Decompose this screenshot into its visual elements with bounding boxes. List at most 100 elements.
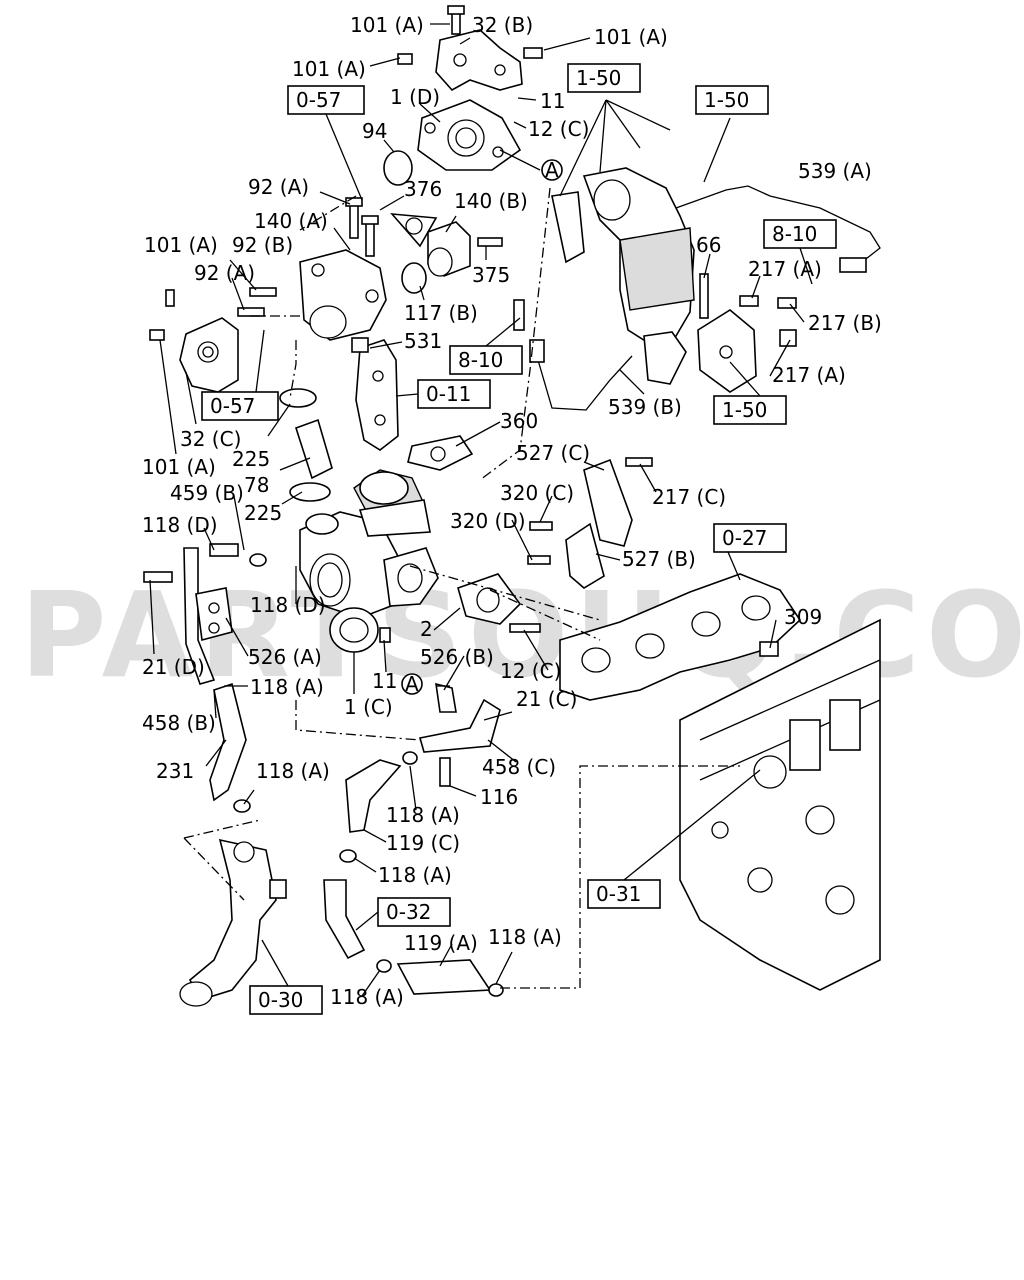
converter-bracket xyxy=(697,273,797,393)
hose-78 xyxy=(295,418,333,480)
callout-11-top: 11 xyxy=(540,89,565,113)
gasket-2 xyxy=(457,573,522,625)
callout-217c: 217 (C) xyxy=(652,485,726,509)
callout-119c: 119 (C) xyxy=(386,831,460,855)
callout-360: 360 xyxy=(500,409,538,433)
callout-118a-bottom: 118 (A) xyxy=(330,985,404,1009)
callout-2: 2 xyxy=(420,617,433,641)
turbocharger-assembly xyxy=(299,469,439,653)
callout-92a-top: 92 (A) xyxy=(248,175,309,199)
leader-8-10-right xyxy=(799,247,813,285)
callout-a-top: A xyxy=(545,158,559,182)
callout-32c: 32 (C) xyxy=(180,427,241,451)
bracket-0-11 xyxy=(351,337,399,451)
engine-block xyxy=(679,618,881,991)
callout-225-lower: 225 xyxy=(244,501,282,525)
callout-217b: 217 (B) xyxy=(808,311,882,335)
callout-539a: 539 (A) xyxy=(798,159,872,183)
sensor-connector-539b xyxy=(529,339,545,363)
callout-458b: 458 (B) xyxy=(142,711,216,735)
callout-92b: 92 (B) xyxy=(232,233,293,257)
callout-101a-top: 101 (A) xyxy=(350,13,424,37)
sensor-wire-539b xyxy=(537,355,633,411)
ref-box-0-30: 0-30 xyxy=(258,988,303,1012)
callout-375: 375 xyxy=(472,263,510,287)
heat-shield-32c xyxy=(179,317,239,393)
reference-boxes: 0-57 1-50 1-50 8-10 8-10 0-11 0-57 1-50 … xyxy=(201,63,837,1015)
callout-116: 116 xyxy=(480,785,518,809)
hose-clamps-118 xyxy=(233,751,504,997)
callout-118d-right: 118 (D) xyxy=(250,593,326,617)
leader-0-11 xyxy=(395,393,419,397)
gasket-360 xyxy=(407,435,474,471)
sensor-plug-8-10 xyxy=(513,299,525,331)
callout-458c: 458 (C) xyxy=(482,755,556,779)
callout-140b: 140 (B) xyxy=(454,189,528,213)
callout-309: 309 xyxy=(784,605,822,629)
water-outlet-0-30 xyxy=(179,838,287,1007)
ref-box-0-32: 0-32 xyxy=(386,900,431,924)
callout-12c-top: 12 (C) xyxy=(528,117,589,141)
callout-118a-center: 118 (A) xyxy=(386,803,460,827)
leader-0-27 xyxy=(727,551,741,581)
gasket-376 xyxy=(390,213,438,248)
callout-539b: 539 (B) xyxy=(608,395,682,419)
ref-box-1-50-top: 1-50 xyxy=(576,66,621,90)
callout-118a-lower: 118 (A) xyxy=(378,863,452,887)
bolts-92 xyxy=(237,197,379,317)
callout-527c: 527 (C) xyxy=(516,441,590,465)
turbine-outlet-1d xyxy=(417,99,522,171)
callout-11-mid: 11 xyxy=(372,669,397,693)
ref-box-0-57-top: 0-57 xyxy=(296,88,341,112)
callout-217a-bottom: 217 (A) xyxy=(772,363,846,387)
sensor-wire-539a xyxy=(675,185,881,263)
water-pipes xyxy=(323,682,501,995)
callout-94: 94 xyxy=(362,119,387,143)
callout-101a-right: 101 (A) xyxy=(594,25,668,49)
callout-32b: 32 (B) xyxy=(472,13,533,37)
callout-21d: 21 (D) xyxy=(142,655,205,679)
exhaust-manifold xyxy=(559,573,802,701)
leader-lines xyxy=(149,23,805,997)
clamp-225-lower xyxy=(289,482,331,502)
ref-box-0-31: 0-31 xyxy=(596,882,641,906)
callout-320c: 320 (C) xyxy=(500,481,574,505)
ref-box-8-10-center: 8-10 xyxy=(458,348,503,372)
callout-119a: 119 (A) xyxy=(404,931,478,955)
callout-217a-top: 217 (A) xyxy=(748,257,822,281)
callout-118a-left: 118 (A) xyxy=(250,675,324,699)
leader-0-57-left xyxy=(255,329,265,393)
oring-117b xyxy=(401,262,427,294)
oring-94 xyxy=(383,150,413,186)
callout-101a-low: 101 (A) xyxy=(142,455,216,479)
callout-527b: 527 (B) xyxy=(622,547,696,571)
callout-a-circle-mid xyxy=(401,673,423,695)
elbow-140b xyxy=(427,221,503,277)
callout-21c: 21 (C) xyxy=(516,687,577,711)
callout-140a: 140 (A) xyxy=(254,209,328,233)
callout-labels: 101 (A) 32 (B) 101 (A) 101 (A) 1 (D) 11 … xyxy=(142,13,882,1009)
leader-0-30 xyxy=(261,939,289,987)
callout-117b: 117 (B) xyxy=(404,301,478,325)
callout-118a-right: 118 (A) xyxy=(488,925,562,949)
callout-459b: 459 (B) xyxy=(170,481,244,505)
ref-box-1-50-bottom: 1-50 xyxy=(722,398,767,422)
leader-0-57-top xyxy=(325,113,363,201)
callout-376: 376 xyxy=(404,177,442,201)
callout-92a-mid: 92 (A) xyxy=(194,261,255,285)
callout-118a-mid: 118 (A) xyxy=(256,759,330,783)
sensor-connector-539a xyxy=(839,257,867,273)
leader-0-31 xyxy=(623,769,761,881)
callout-12c-mid: 12 (C) xyxy=(500,659,561,683)
compressor-outlet-140a xyxy=(299,249,387,341)
heat-shield-32b xyxy=(435,29,523,92)
callout-1c: 1 (C) xyxy=(344,695,393,719)
callout-78: 78 xyxy=(244,473,269,497)
ref-box-0-27: 0-27 xyxy=(722,526,767,550)
callout-320d: 320 (D) xyxy=(450,509,526,533)
callout-101a-mid: 101 (A) xyxy=(144,233,218,257)
leader-8-10-center xyxy=(485,317,521,347)
callout-101a-left: 101 (A) xyxy=(292,57,366,81)
callout-118d-left: 118 (D) xyxy=(142,513,218,537)
callout-225-upper: 225 xyxy=(232,447,270,471)
